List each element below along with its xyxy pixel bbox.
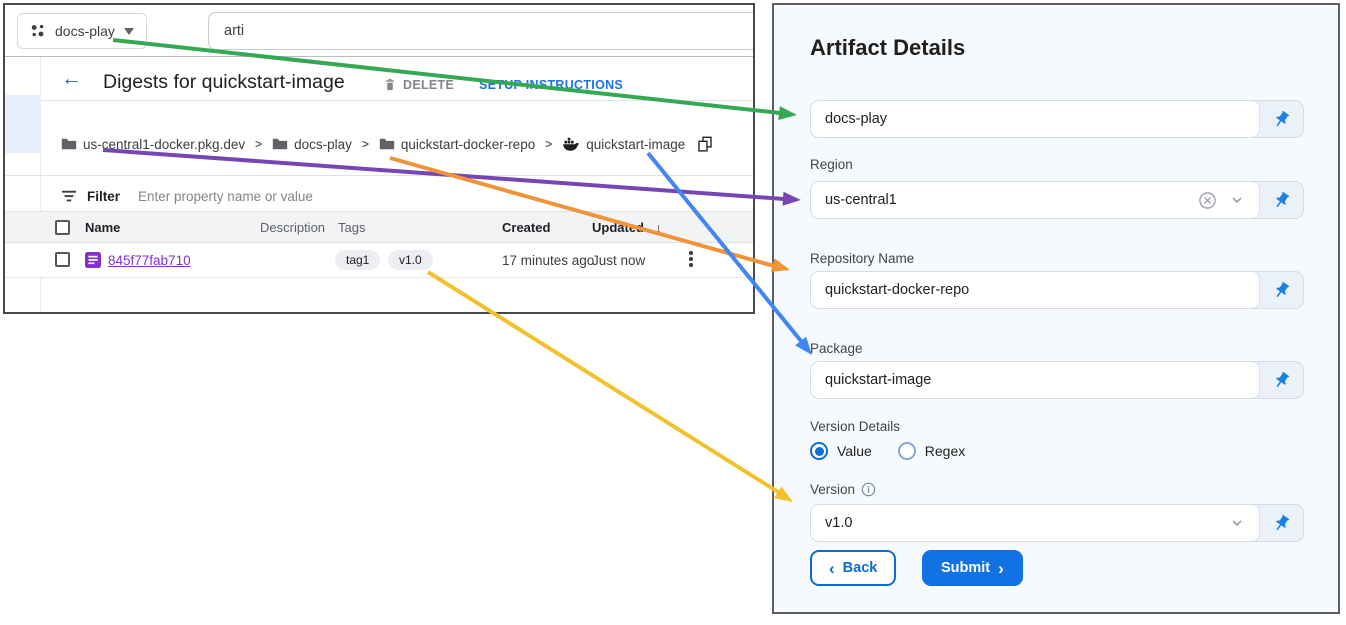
- repository-field-value: quickstart-docker-repo: [825, 282, 970, 298]
- folder-icon: [272, 138, 288, 150]
- project-field-value: docs-play: [825, 111, 888, 127]
- column-header-tags[interactable]: Tags: [338, 220, 366, 235]
- region-field-value: us-central1: [825, 192, 897, 208]
- package-field-value: quickstart-image: [825, 372, 932, 388]
- divider: [5, 175, 753, 176]
- package-label: Package: [810, 341, 863, 356]
- pin-button[interactable]: [1260, 505, 1303, 541]
- sort-descending-icon[interactable]: ↓: [655, 220, 662, 236]
- filter-label: Filter: [87, 188, 121, 204]
- pin-icon: [1276, 371, 1290, 387]
- back-button-label: Back: [842, 560, 878, 576]
- version-label-row: Version: [810, 482, 876, 497]
- chevron-down-icon[interactable]: [1229, 515, 1245, 531]
- back-button[interactable]: ‹ Back: [810, 550, 897, 586]
- info-icon[interactable]: [861, 482, 876, 497]
- submit-button-label: Submit: [941, 560, 991, 576]
- project-selector-label: docs-play: [55, 23, 115, 39]
- pin-button[interactable]: [1260, 362, 1303, 398]
- table-row: 845f77fab710 tag1 v1.0 17 minutes ago Ju…: [5, 243, 753, 278]
- pin-button[interactable]: [1260, 272, 1303, 308]
- container-image-icon: [563, 137, 580, 151]
- project-selector[interactable]: docs-play: [17, 13, 147, 49]
- panel-title: Artifact Details: [810, 35, 966, 60]
- table-header-row: Name Description Tags Created Updated ↓: [5, 211, 753, 243]
- version-field-value: v1.0: [825, 515, 853, 531]
- breadcrumb-separator: >: [361, 137, 369, 151]
- tag-pill[interactable]: tag1: [335, 250, 381, 270]
- tag-pill[interactable]: v1.0: [388, 250, 433, 270]
- search-value: arti: [224, 23, 245, 39]
- search-input[interactable]: arti: [208, 12, 753, 50]
- chevron-down-icon: [123, 28, 134, 40]
- column-header-description[interactable]: Description: [260, 220, 326, 235]
- trash-icon: [386, 78, 394, 91]
- delete-label: DELETE: [403, 77, 455, 92]
- breadcrumb-separator: >: [255, 137, 263, 151]
- version-label: Version: [810, 482, 856, 497]
- breadcrumb-item-host[interactable]: us-central1-docker.pkg.dev: [61, 137, 245, 152]
- version-details-label: Version Details: [810, 419, 901, 434]
- radio-selected-icon: [810, 442, 828, 460]
- folder-icon: [379, 138, 395, 150]
- page-title: Digests for quickstart-image: [103, 71, 345, 93]
- version-details-radio-group: Value Regex: [810, 442, 965, 460]
- filter-placeholder: Enter property name or value: [138, 188, 313, 204]
- repository-label: Repository Name: [810, 251, 915, 266]
- created-cell: 17 minutes ago: [502, 253, 595, 268]
- project-field[interactable]: docs-play: [810, 100, 1304, 138]
- chevron-left-icon: ‹: [829, 558, 835, 578]
- radio-value-label: Value: [837, 443, 872, 459]
- breadcrumb-item-project[interactable]: docs-play: [272, 137, 352, 152]
- package-field[interactable]: quickstart-image: [810, 361, 1304, 399]
- breadcrumb-separator: >: [545, 137, 553, 151]
- digest-icon: [85, 252, 101, 268]
- cloud-console-screenshot: docs-play arti ← Digests for quickstart-…: [3, 3, 755, 314]
- chevron-down-icon[interactable]: [1229, 192, 1245, 208]
- pin-button[interactable]: [1260, 182, 1303, 218]
- divider: [41, 100, 753, 101]
- region-field[interactable]: us-central1: [810, 181, 1304, 219]
- filter-icon: [62, 190, 76, 202]
- version-field[interactable]: v1.0: [810, 504, 1304, 542]
- column-header-name[interactable]: Name: [85, 220, 121, 235]
- radio-regex-label: Regex: [924, 443, 966, 459]
- artifact-details-panel: Artifact Details docs-play Region us-cen…: [772, 3, 1340, 614]
- back-arrow-icon[interactable]: ←: [61, 67, 82, 90]
- column-header-updated[interactable]: Updated: [592, 220, 644, 235]
- updated-cell: Just now: [592, 253, 646, 268]
- pin-icon: [1276, 110, 1290, 126]
- region-label: Region: [810, 157, 853, 172]
- clear-icon[interactable]: [1198, 191, 1217, 210]
- radio-regex[interactable]: Regex: [897, 442, 966, 460]
- chevron-right-icon: ›: [998, 558, 1004, 578]
- breadcrumb: us-central1-docker.pkg.dev > docs-play >…: [61, 133, 713, 155]
- pin-icon: [1276, 281, 1290, 297]
- row-actions-menu[interactable]: [689, 251, 693, 267]
- folder-icon: [61, 138, 77, 150]
- select-all-checkbox[interactable]: [55, 220, 70, 235]
- radio-value[interactable]: Value: [810, 442, 872, 460]
- radio-unselected-icon: [897, 442, 916, 460]
- column-header-created[interactable]: Created: [502, 220, 551, 235]
- pin-button[interactable]: [1260, 101, 1303, 137]
- sidebar-selected-item[interactable]: [5, 95, 41, 153]
- digest-link[interactable]: 845f77fab710: [108, 253, 191, 268]
- console-topbar: docs-play arti: [5, 5, 753, 57]
- row-checkbox[interactable]: [55, 252, 70, 267]
- setup-instructions-link[interactable]: SETUP INSTRUCTIONS: [479, 78, 624, 92]
- delete-button[interactable]: DELETE: [383, 77, 454, 92]
- project-grid-icon: [31, 24, 44, 37]
- copy-icon[interactable]: [697, 136, 713, 153]
- submit-button[interactable]: Submit ›: [922, 550, 1023, 586]
- filter-bar[interactable]: Filter Enter property name or value: [61, 183, 313, 209]
- pin-icon: [1276, 191, 1290, 207]
- breadcrumb-item-image[interactable]: quickstart-image: [562, 137, 685, 152]
- breadcrumb-item-repository[interactable]: quickstart-docker-repo: [379, 137, 535, 152]
- repository-field[interactable]: quickstart-docker-repo: [810, 271, 1304, 309]
- pin-icon: [1276, 514, 1290, 530]
